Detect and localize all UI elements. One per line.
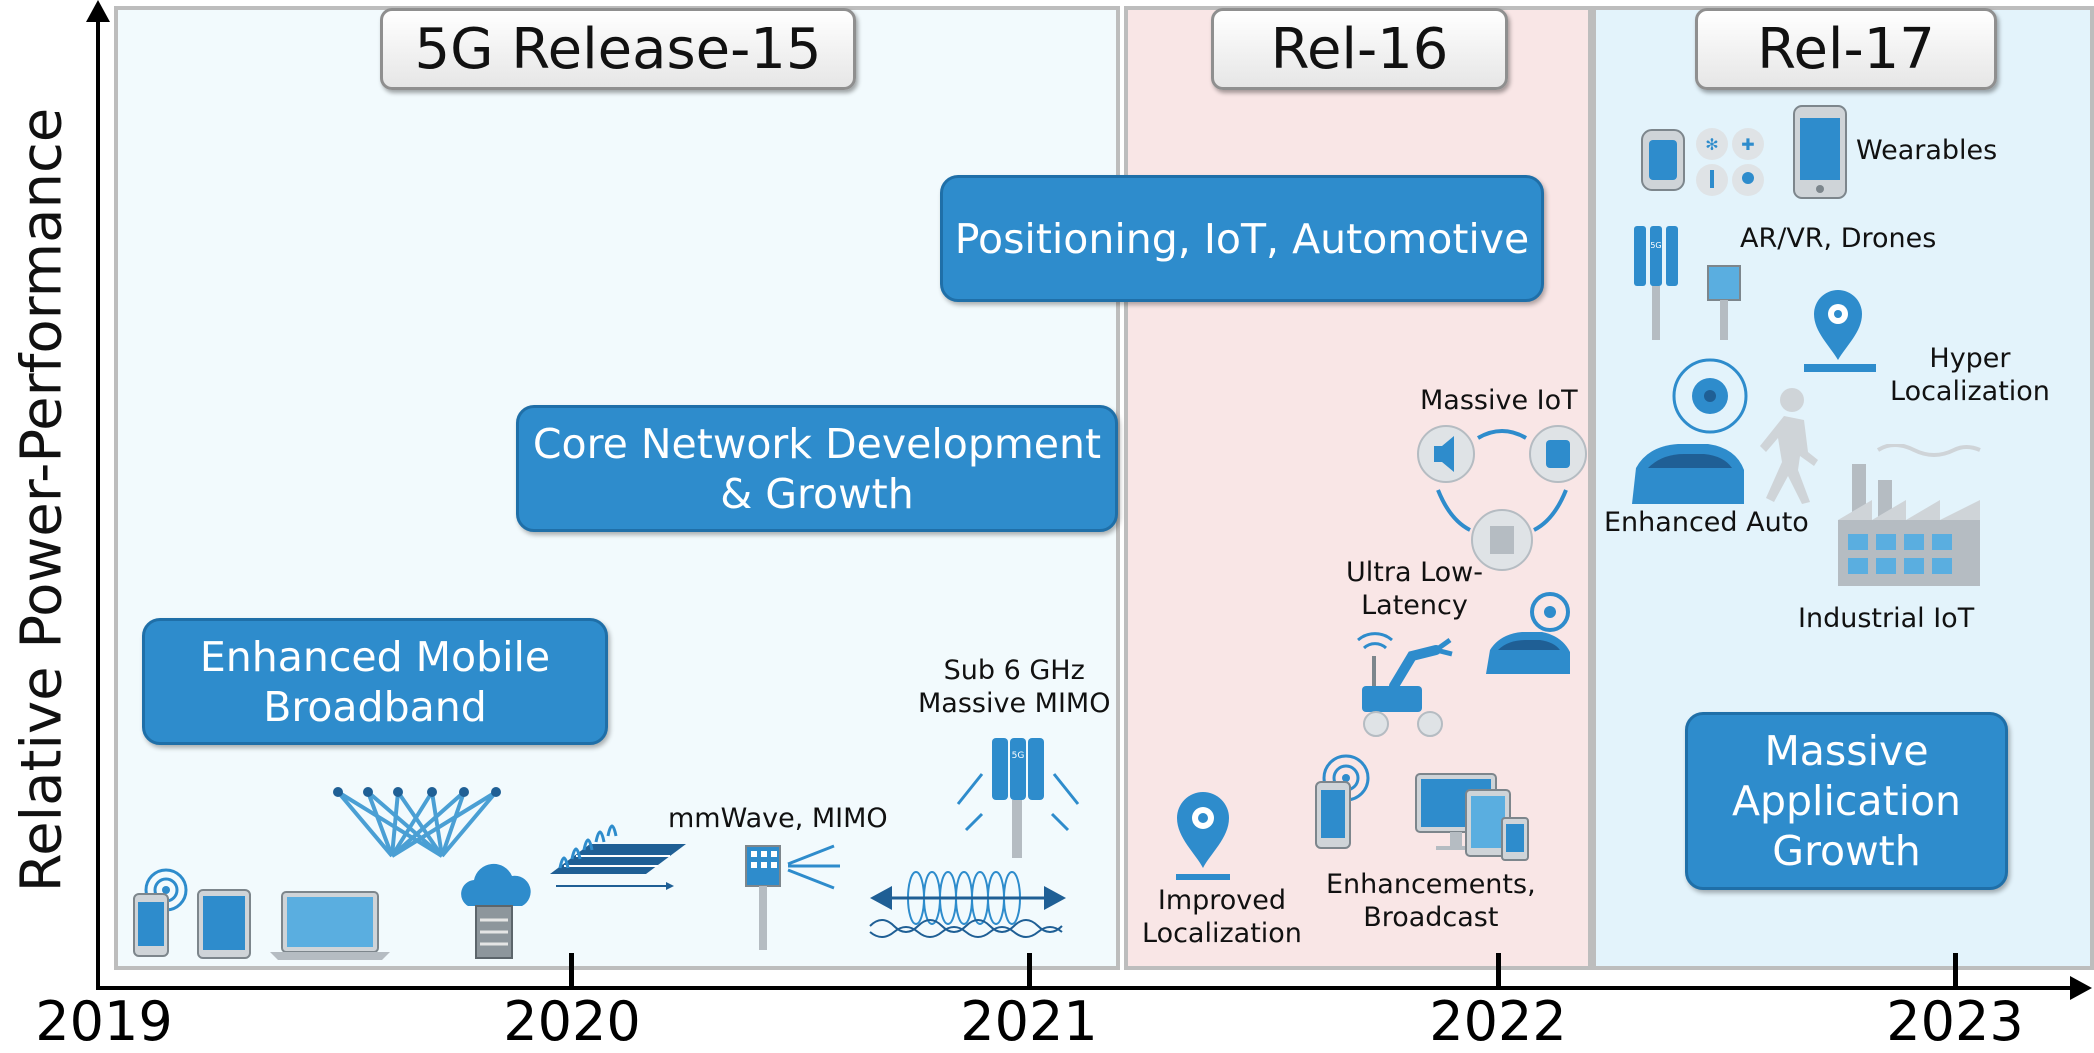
svg-text:✻: ✻ (1705, 135, 1718, 154)
industrial-iot-label: Industrial IoT (1798, 603, 1975, 634)
phone-broadcast-icon (1315, 754, 1370, 849)
ar-vr-towers-icon: 5G (1634, 226, 1741, 340)
svg-text:✚: ✚ (1741, 135, 1754, 154)
year-label: 2022 (1429, 990, 1567, 1053)
y-axis-label: Relative Power-Performance (9, 107, 75, 893)
year-label: 2021 (960, 990, 1098, 1053)
beamforming-wave-icon (869, 871, 1066, 938)
sub6-massive-mimo-label: Sub 6 GHz Massive MIMO (918, 655, 1111, 719)
wearables-label: Wearables (1856, 135, 1998, 166)
industrial-factory-icon (1838, 444, 1981, 586)
multi-device-icon (1415, 773, 1529, 861)
mmwave-antenna-icon (550, 824, 686, 890)
feature-positioning-iot-automotive: Positioning, IoT, Automotive (940, 175, 1544, 302)
network-mesh-icon (333, 787, 501, 858)
feature-enhanced-mobile-broadband: Enhanced Mobile Broadband (142, 618, 608, 745)
x-axis-arrowhead (2070, 976, 2092, 1000)
year-tick (1953, 953, 1958, 988)
massive-iot-label: Massive IoT (1420, 385, 1578, 416)
robot-arm-icon (1357, 632, 1453, 737)
hyper-localization-pin-icon (1804, 290, 1876, 372)
ultra-low-latency-label: Ultra Low- Latency (1346, 557, 1483, 621)
enhanced-auto-label: Enhanced Auto (1604, 507, 1809, 538)
year-label: 2020 (503, 990, 641, 1053)
y-axis-arrowhead (86, 0, 110, 22)
wearable-phone-icon (1793, 105, 1847, 199)
ar-vr-drones-label: AR/VR, Drones (1740, 223, 1937, 254)
year-label: 2019 (35, 990, 173, 1053)
feature-core-network: Core Network Development & Growth (516, 405, 1118, 532)
year-label: 2023 (1886, 990, 2024, 1053)
tablet-icon (197, 889, 251, 959)
smartwatch-sensors-icon: ✻ ✚ (1641, 128, 1764, 196)
connected-car-icon (1486, 592, 1570, 674)
hyper-localization-label: Hyper Localization (1890, 343, 2050, 407)
enhancements-broadcast-label: Enhancements, Broadcast (1326, 869, 1536, 933)
enhanced-auto-car-icon (1632, 358, 1748, 504)
x-axis (96, 986, 2072, 990)
smartphone-icon (133, 868, 188, 957)
small-cell-antenna-icon (745, 844, 840, 950)
cloud-server-icon (461, 863, 531, 959)
location-pin-icon (1176, 792, 1230, 880)
svg-text:5G: 5G (1650, 241, 1661, 250)
feature-massive-application-growth: Massive Application Growth (1685, 712, 2008, 890)
year-tick (1496, 953, 1501, 988)
improved-localization-label: Improved Localization (1142, 885, 1302, 949)
year-tick (569, 953, 574, 988)
year-tick (1027, 953, 1032, 988)
release-15-title: 5G Release-15 (380, 8, 856, 90)
svg-text:5G: 5G (1012, 751, 1025, 761)
release-16-title: Rel-16 (1211, 8, 1508, 90)
massive-mimo-tower-icon: 5G (956, 738, 1080, 858)
mmwave-mimo-label: mmWave, MIMO (668, 803, 888, 834)
y-axis (96, 16, 100, 988)
pedestrian-icon (1760, 388, 1818, 504)
laptop-icon (270, 891, 390, 960)
massive-iot-cycle-icon (1417, 425, 1587, 571)
release-17-title: Rel-17 (1695, 8, 1997, 90)
